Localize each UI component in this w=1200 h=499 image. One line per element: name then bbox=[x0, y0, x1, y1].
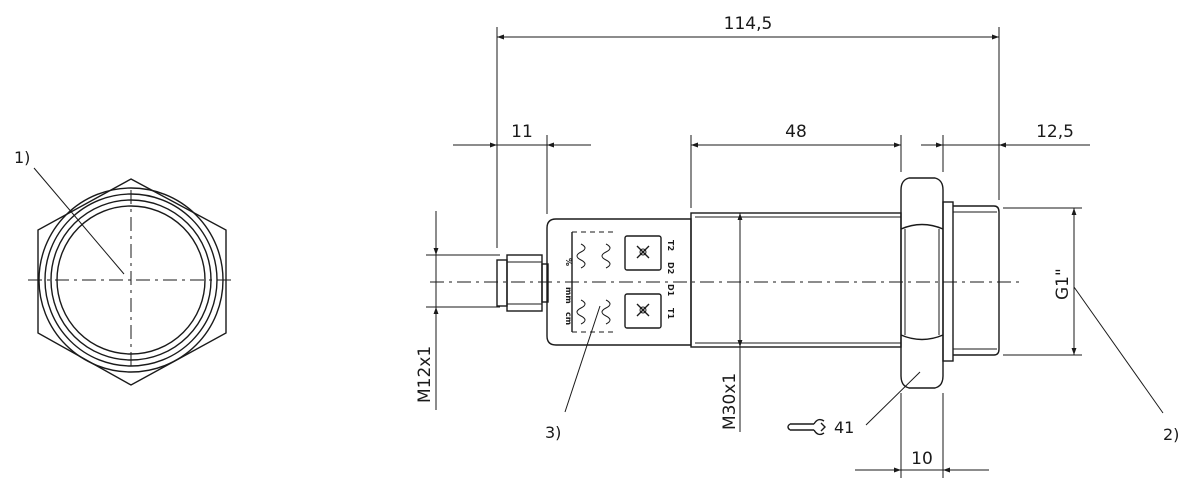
dim-connector-length: 11 bbox=[511, 122, 533, 142]
m12-connector bbox=[496, 254, 549, 312]
led-label-d1: D1 bbox=[666, 284, 675, 297]
dim-thread-body-length: 48 bbox=[785, 122, 807, 142]
unit-label-cm: cm bbox=[564, 312, 573, 325]
wrench-icon bbox=[787, 418, 826, 436]
hex-nut bbox=[900, 177, 944, 389]
callout-3: 3) bbox=[545, 423, 561, 442]
dim-nut-width: 10 bbox=[911, 449, 933, 469]
dim-process-thread: G1" bbox=[1053, 268, 1073, 300]
side-view: cm mm % T1 D1 D2 T2 bbox=[430, 177, 1020, 389]
dim-overall-length: 114,5 bbox=[724, 14, 773, 34]
dim-connector-thread: M12x1 bbox=[415, 346, 435, 403]
led-label-t2: T2 bbox=[666, 240, 675, 251]
callout-leader-2 bbox=[1073, 286, 1164, 414]
threaded-body bbox=[690, 212, 902, 348]
setting-button-bottom[interactable] bbox=[624, 293, 662, 329]
process-connection bbox=[942, 201, 1000, 362]
callout-leader-wrench bbox=[865, 371, 921, 426]
setting-button-top[interactable] bbox=[624, 235, 662, 271]
dim-process-thread-length: 12,5 bbox=[1036, 122, 1074, 142]
callout-leader-1 bbox=[33, 167, 125, 275]
led-label-d2: D2 bbox=[666, 262, 675, 274]
unit-label-pct: % bbox=[564, 258, 573, 266]
dim-body-thread: M30x1 bbox=[720, 373, 740, 430]
display-housing: cm mm % T1 D1 D2 T2 bbox=[546, 218, 692, 346]
front-view: 1) bbox=[14, 148, 236, 386]
callout-2: 2) bbox=[1163, 425, 1179, 444]
wrench-size: 41 bbox=[834, 418, 854, 437]
led-label-t1: T1 bbox=[666, 308, 675, 319]
callout-leader-3 bbox=[564, 305, 601, 413]
cross-button-icon bbox=[636, 245, 650, 259]
dimensions: 114,5 11 48 12,5 10 M12x1 M30x1 bbox=[415, 14, 1179, 478]
callout-1: 1) bbox=[14, 148, 30, 167]
cross-button-icon bbox=[636, 303, 650, 317]
hex-outline bbox=[37, 178, 227, 386]
unit-label-mm: mm bbox=[564, 287, 573, 304]
